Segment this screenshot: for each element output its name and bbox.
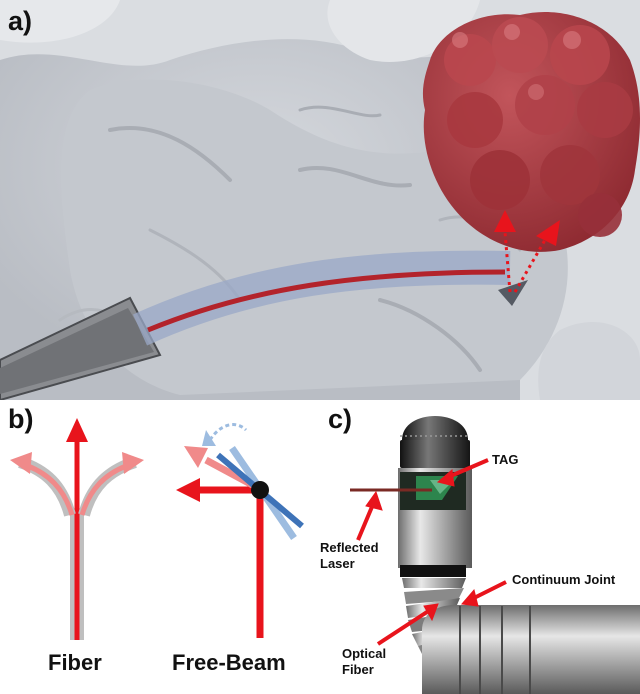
annotation-arrows: [356, 458, 507, 646]
beam-arrowhead: [494, 210, 516, 232]
tip-mirror: [498, 280, 528, 306]
fiber-vs-freebeam-diagram: [10, 418, 304, 640]
laser-beams: [494, 210, 560, 293]
panel-b: b) Fiber Free-Beam: [0, 400, 320, 694]
fiber-left-arrow: [10, 452, 32, 474]
freebeam-reflected-arrow: [176, 478, 200, 502]
flexible-sheath: [132, 250, 511, 346]
panel-c: c) TAG Reflected Laser Continuum Joint O…: [320, 400, 640, 694]
panel-a: a): [0, 0, 640, 400]
tumor: [422, 12, 640, 252]
reflected-laser-line1: Reflected: [320, 540, 379, 555]
rotation-arrow: [202, 430, 216, 446]
mirror-pivot: [251, 481, 269, 499]
optical-fiber-line1: Optical: [342, 646, 387, 661]
fiber-caption: Fiber: [48, 650, 102, 675]
instrument-body: [0, 296, 162, 400]
panel-c-label: c): [328, 404, 353, 434]
continuum-joint-label: Continuum Joint: [512, 572, 616, 587]
freebeam-caption: Free-Beam: [172, 650, 286, 675]
dome-cap: [402, 416, 468, 440]
freebeam-tilted-arrow: [184, 446, 208, 468]
fiber-right-arrow: [122, 452, 144, 474]
fiber-schematic: [10, 418, 144, 640]
beam-arrowhead: [536, 220, 560, 246]
panel-b-label: b): [8, 404, 34, 434]
tag-label: TAG: [492, 452, 519, 467]
freebeam-schematic: [176, 423, 304, 638]
panel-a-label: a): [8, 6, 33, 36]
brain-scene: [0, 0, 640, 400]
reflected-laser-line2: Laser: [320, 556, 355, 571]
reflected-laser-label: Reflected Laser: [320, 540, 379, 572]
tube-rings: [459, 606, 531, 694]
optical-fiber-line2: Fiber: [342, 662, 374, 677]
optical-fiber-label: Optical Fiber: [342, 646, 386, 678]
prototype-rendering: [350, 416, 640, 694]
fiber-straight-arrow: [66, 418, 88, 442]
optical-fiber: [147, 269, 506, 333]
